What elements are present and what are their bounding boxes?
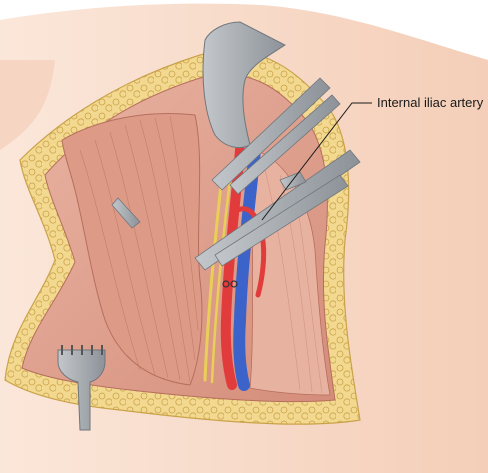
forceps-retractor-icon: [111, 77, 361, 271]
muscle-fibers: [79, 115, 199, 383]
iliac-vein: [233, 144, 261, 391]
callout-leader: [261, 102, 372, 221]
vessel-clips: [222, 280, 238, 288]
muscle-flap: [61, 113, 203, 386]
hand-retractor-icon: [202, 21, 286, 148]
nerve-bundle: [203, 173, 232, 384]
callout-internal-iliac-artery: Internal iliac artery: [377, 95, 484, 110]
rake-retractor-icon: [57, 345, 106, 431]
skin-fold: [0, 60, 55, 150]
